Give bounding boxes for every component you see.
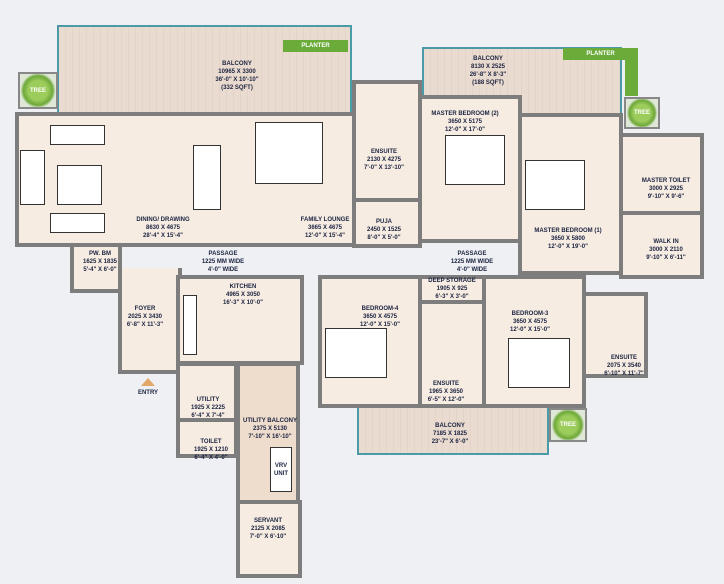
tree-left: TREE bbox=[18, 72, 58, 109]
vrv-unit-label: VRV UNIT bbox=[274, 463, 288, 477]
balcony-living bbox=[57, 25, 352, 115]
servant-toilet bbox=[176, 418, 238, 458]
servant-room bbox=[236, 500, 302, 578]
entry-label: ENTRY bbox=[137, 390, 159, 396]
planter-right: PLANTER bbox=[563, 48, 638, 60]
powder-room bbox=[70, 243, 122, 293]
kitchen-counter bbox=[183, 295, 197, 355]
sofa bbox=[50, 125, 105, 145]
bed bbox=[525, 160, 585, 210]
tree-bottom: TREE bbox=[549, 408, 587, 442]
master-toilet bbox=[619, 133, 704, 215]
puja bbox=[352, 198, 422, 248]
foyer bbox=[118, 268, 182, 374]
sofa bbox=[20, 150, 45, 205]
walk-in bbox=[619, 211, 704, 279]
coffee-table bbox=[57, 165, 102, 205]
lounge-sofa bbox=[255, 122, 323, 184]
vrv-unit bbox=[270, 447, 292, 492]
ensuite-bedroom-3 bbox=[582, 292, 648, 378]
bed bbox=[325, 328, 387, 378]
planter-left: PLANTER bbox=[283, 40, 348, 52]
bed bbox=[508, 338, 570, 388]
planter-right-vertical bbox=[625, 48, 638, 96]
dining-table bbox=[193, 145, 221, 210]
entry-arrow-icon bbox=[141, 378, 155, 386]
bed bbox=[445, 135, 505, 185]
balcony-bedrooms bbox=[357, 405, 549, 455]
utility bbox=[176, 362, 238, 422]
kitchen bbox=[176, 275, 304, 365]
ensuite-bedroom-4 bbox=[418, 300, 486, 408]
ensuite-master-2 bbox=[352, 80, 422, 202]
tree-right: TREE bbox=[624, 97, 660, 129]
sofa bbox=[50, 213, 105, 233]
